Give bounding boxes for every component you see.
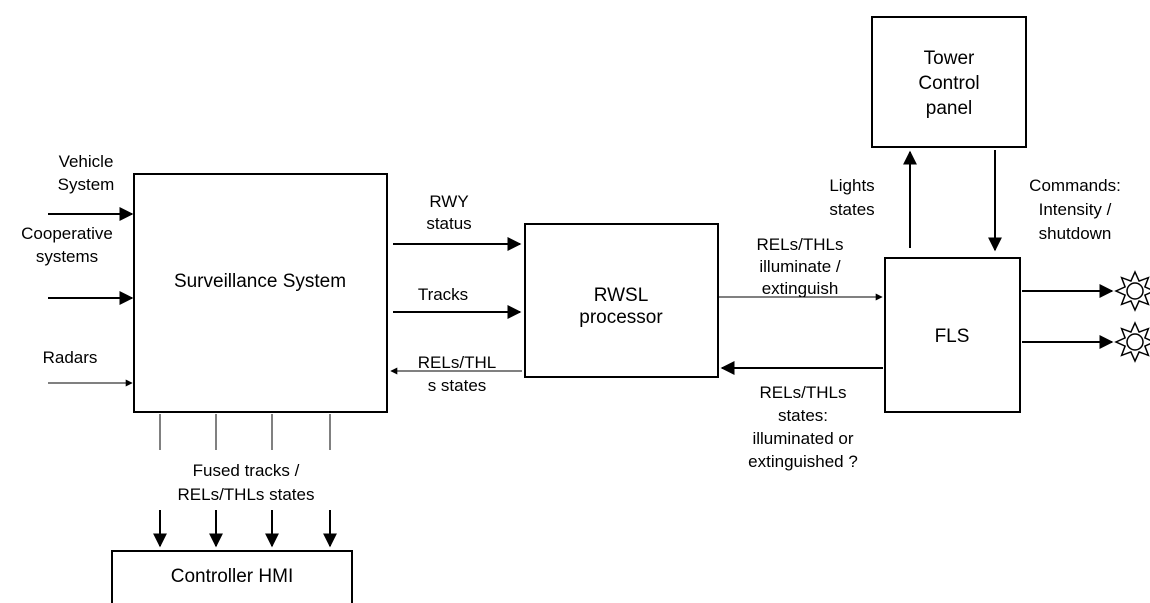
states-q-label-line2: states:	[778, 406, 828, 425]
tracks-label: Tracks	[418, 285, 468, 304]
tower-control-panel-box	[871, 16, 1027, 148]
commands-label-line3: shutdown	[1039, 224, 1112, 243]
illuminate-label-line3: extinguish	[762, 279, 839, 298]
tower-label-line2: Control	[918, 73, 979, 94]
lights-states-label-line1: Lights	[829, 176, 874, 195]
commands-label-line1: Commands:	[1029, 176, 1121, 195]
rels-thl-states-label-line1: RELs/THL	[418, 353, 496, 372]
rwsl-label-line2: processor	[579, 307, 663, 328]
radars-label: Radars	[43, 348, 98, 367]
surveillance-system-label: Surveillance System	[174, 271, 346, 292]
rwy-status-label-line2: status	[426, 214, 471, 233]
commands-label-line2: Intensity /	[1039, 200, 1112, 219]
illuminate-label-line1: RELs/THLs	[757, 235, 844, 254]
fused-label-line2: RELs/THLs states	[178, 485, 315, 504]
tower-label-line3: panel	[926, 98, 973, 119]
tower-label-line1: Tower	[924, 48, 975, 69]
fls-label: FLS	[935, 326, 970, 347]
light-icon-2	[1114, 321, 1150, 363]
states-q-label-line4: extinguished ?	[748, 452, 858, 471]
surveillance-system-box	[133, 173, 388, 413]
fused-label-line1: Fused tracks /	[193, 461, 300, 480]
light-icon-1	[1114, 270, 1150, 312]
illuminate-label-line2: illuminate /	[759, 257, 841, 276]
states-q-label-line1: RELs/THLs	[760, 383, 847, 402]
cooperative-label-line1: Cooperative	[21, 224, 113, 243]
lights-states-label-line2: states	[829, 200, 874, 219]
rwy-status-label-line1: RWY	[429, 192, 468, 211]
controller-hmi-box	[111, 550, 353, 603]
fls-box	[884, 257, 1021, 413]
states-q-label-line3: illuminated or	[752, 429, 853, 448]
vehicle-label-line1: Vehicle	[59, 152, 114, 171]
rels-thl-states-label-line2: s states	[428, 376, 487, 395]
rwsl-label-line1: RWSL	[594, 285, 649, 306]
rwsl-processor-box	[524, 223, 719, 378]
cooperative-label-line2: systems	[36, 247, 98, 266]
controller-hmi-label: Controller HMI	[171, 566, 293, 587]
vehicle-label-line2: System	[58, 175, 115, 194]
